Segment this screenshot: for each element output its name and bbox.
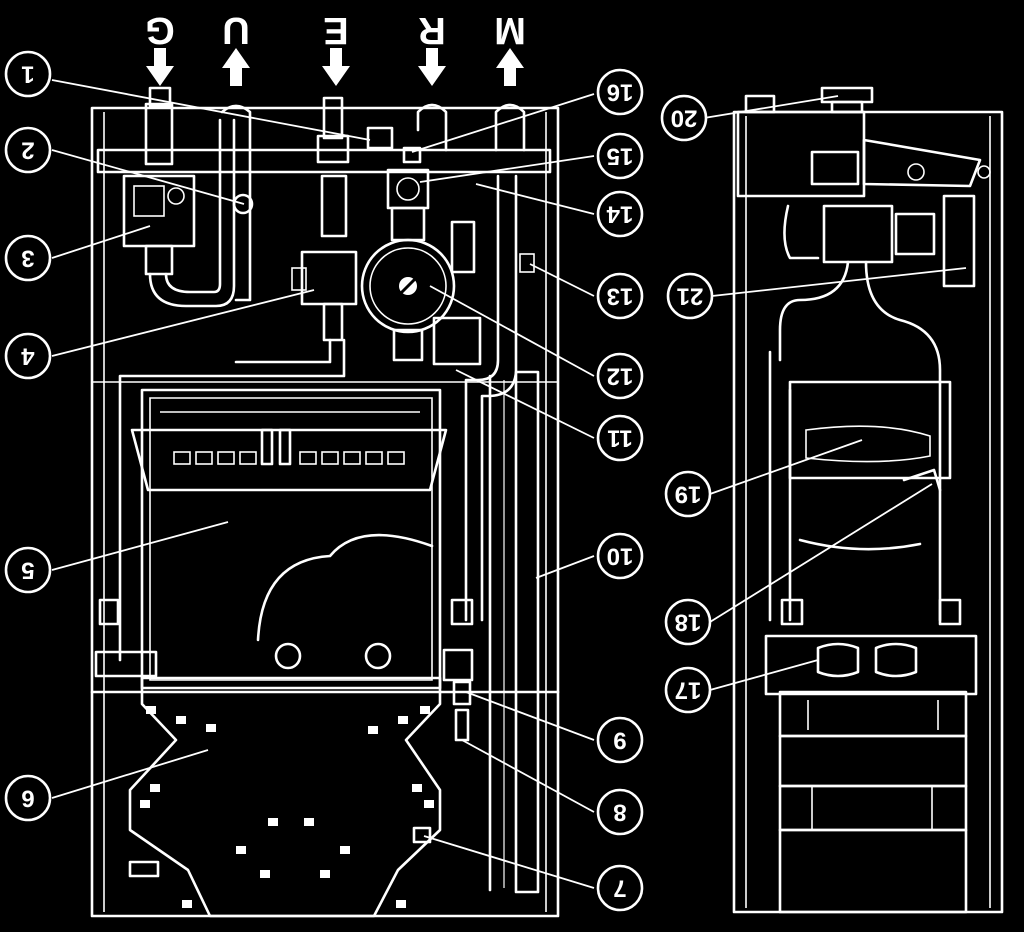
arrow-up-icon <box>222 48 250 86</box>
side-view <box>732 86 1004 914</box>
side-gas-valve <box>822 204 894 264</box>
sensor-13 <box>519 253 535 273</box>
port-m: M <box>494 9 526 51</box>
side-exchanger <box>764 634 978 696</box>
callout-12: 12 <box>596 352 644 400</box>
arrow-up-icon <box>496 48 524 86</box>
side-chamber <box>788 380 952 480</box>
svg-text:8: 8 <box>613 799 626 826</box>
burner-jets <box>173 428 405 466</box>
callout-21: 21 <box>666 272 714 320</box>
port-labels: G U E R M <box>145 9 526 86</box>
callout-14: 14 <box>596 190 644 238</box>
side-casing <box>732 110 1004 914</box>
port-r: R <box>418 9 445 51</box>
svg-text:20: 20 <box>671 105 698 132</box>
gas-inlet-fitting <box>144 102 174 166</box>
arrow-down-icon <box>322 48 350 86</box>
callout-4: 4 <box>4 332 52 380</box>
svg-text:5: 5 <box>21 557 34 584</box>
manifold-bar <box>96 148 552 174</box>
svg-text:4: 4 <box>21 343 35 370</box>
svg-text:18: 18 <box>675 609 702 636</box>
cold-water-inlet <box>322 96 344 140</box>
callout-13: 13 <box>596 272 644 320</box>
svg-text:7: 7 <box>613 875 626 902</box>
port-g: G <box>145 9 175 51</box>
callouts: 1 2 3 4 5 6 7 8 9 10 11 12 13 14 15 16 1… <box>4 50 714 912</box>
leader-lines <box>51 79 967 889</box>
callout-19: 19 <box>664 470 712 518</box>
callout-3: 3 <box>4 234 52 282</box>
callout-11: 11 <box>596 414 644 462</box>
sensor-1 <box>366 126 394 150</box>
port-e: E <box>323 9 348 51</box>
svg-text:16: 16 <box>607 79 634 106</box>
callout-20: 20 <box>660 94 708 142</box>
svg-text:15: 15 <box>607 143 634 170</box>
callout-1: 1 <box>4 50 52 98</box>
svg-text:11: 11 <box>607 425 632 452</box>
callout-2: 2 <box>4 126 52 174</box>
callout-5: 5 <box>4 546 52 594</box>
callout-15: 15 <box>596 132 644 180</box>
ignition-unit <box>942 194 976 288</box>
svg-text:E: E <box>323 9 348 51</box>
svg-text:19: 19 <box>675 481 702 508</box>
svg-text:3: 3 <box>21 245 34 272</box>
svg-text:U: U <box>222 9 249 51</box>
pressure-switch <box>450 220 476 274</box>
valve-2 <box>232 193 254 215</box>
svg-text:6: 6 <box>21 785 34 812</box>
callout-9: 9 <box>596 716 644 764</box>
callout-17: 17 <box>664 666 712 714</box>
svg-text:17: 17 <box>675 677 702 704</box>
burner <box>130 428 448 492</box>
heat-exchanger <box>128 676 442 918</box>
callout-18: 18 <box>664 598 712 646</box>
svg-text:G: G <box>145 9 175 51</box>
exchanger-fins <box>140 706 434 908</box>
front-view <box>90 86 560 918</box>
arrow-down-icon <box>418 48 446 86</box>
svg-text:21: 21 <box>677 283 704 310</box>
port-u: U <box>222 9 249 51</box>
drain-valve <box>412 826 432 844</box>
three-way-valve <box>386 168 430 210</box>
air-vent <box>402 146 422 164</box>
svg-text:2: 2 <box>21 137 34 164</box>
callout-16: 16 <box>596 68 644 116</box>
svg-text:R: R <box>418 9 445 51</box>
front-casing <box>90 106 560 918</box>
svg-text:14: 14 <box>606 201 633 228</box>
callout-7: 7 <box>596 864 644 912</box>
svg-text:M: M <box>494 9 526 51</box>
svg-text:10: 10 <box>607 543 634 570</box>
selector-knob <box>820 86 874 104</box>
flow-switch <box>300 250 358 306</box>
svg-text:9: 9 <box>613 727 626 754</box>
svg-text:13: 13 <box>607 283 634 310</box>
svg-text:1: 1 <box>21 61 34 88</box>
callout-8: 8 <box>596 788 644 836</box>
expansion-vessel <box>514 370 540 894</box>
svg-text:12: 12 <box>607 363 634 390</box>
arrow-down-icon <box>146 48 174 86</box>
callout-6: 6 <box>4 774 52 822</box>
callout-10: 10 <box>596 532 644 580</box>
